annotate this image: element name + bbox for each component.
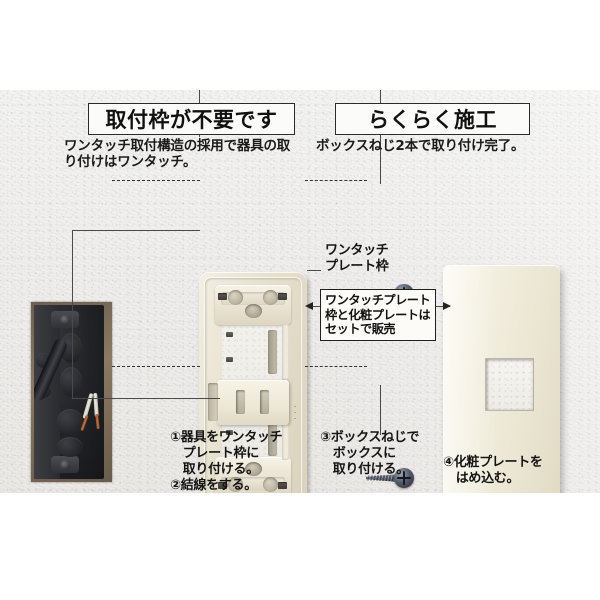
frame-rail [282,404,289,460]
frame-dark-slot [218,293,227,300]
knockout-hole [60,367,82,397]
leader-plate-frame-label [307,270,321,271]
box-screw-lug-bottom [51,456,79,473]
frame-tick [226,357,233,362]
decorative-cover-plate-photo [443,265,560,493]
leader-set-sale-left [307,306,329,307]
leader-latch-down [72,230,73,398]
header-title-no-mounting-frame: 取付枠が不要です [105,108,278,132]
label-set-sale: ワンタッチプレート 枠と化粧プレートは セットで販売 [320,289,436,341]
frame-saddle-top [215,285,291,325]
header-subtitle-no-mounting-frame: ワンタッチ取付構造の採用で器具の取 り付けはワンタッチ。 [64,138,291,170]
leader-dash-bottom-right [305,366,367,367]
leader-caption-1 [72,398,220,399]
leader-dash-bottom-left [112,366,200,367]
leader-set-sale-right [428,306,450,307]
leader-dash-top-left [112,180,200,181]
header-box-easy-installation: らくらく施工 [335,103,530,135]
frame-latch-block [208,380,289,425]
wall-outlet-box-photo [31,302,112,482]
frame-tick [226,430,233,435]
knockout-hole [57,437,83,457]
cover-plate-opening [486,359,533,410]
leader-stem-screw-bottom [380,385,381,435]
copper-conductor [95,413,100,430]
caption-step-3: ③ボックスねじで ボックスに 取り付ける。 [320,430,420,477]
leader-latch-left [72,230,200,231]
header-box-no-mounting-frame: 取付枠が不要です [88,103,295,135]
frame-rail [282,324,289,380]
arrow-to-frame [305,301,313,310]
frame-saddle-bottom [215,457,291,493]
box-screw-lug-top [51,311,79,328]
caption-step-1-2: ①器具をワンタッチ プレート枠に 取り付ける。 ②結線をする。 [170,430,283,493]
caption-step-4: ④化粧プレートを はめ込む。 [443,455,543,486]
illustration-photo: ・・・ [0,90,600,493]
frame-dark-slot [278,293,287,300]
arrow-to-cover [443,301,451,310]
leader-dash-top-right [305,180,367,181]
one-touch-plate-frame-photo: ・・・ [199,272,307,493]
header-title-easy-installation: らくらく施工 [368,108,497,132]
outlet-box-interior [34,305,104,479]
header-subtitle-easy-installation: ボックスねじ2本で取り付け完了。 [316,138,525,154]
leader-stem-header-right [380,90,381,184]
label-plate-frame: ワンタッチ プレート枠 [325,243,389,274]
frame-dark-slot [218,482,227,489]
frame-tick [226,332,233,337]
frame-rail [268,412,277,456]
frame-molding-text: ・・・ [291,403,297,422]
frame-dark-slot [278,482,287,489]
frame-rail [268,330,277,374]
knockout-hole [57,409,83,435]
